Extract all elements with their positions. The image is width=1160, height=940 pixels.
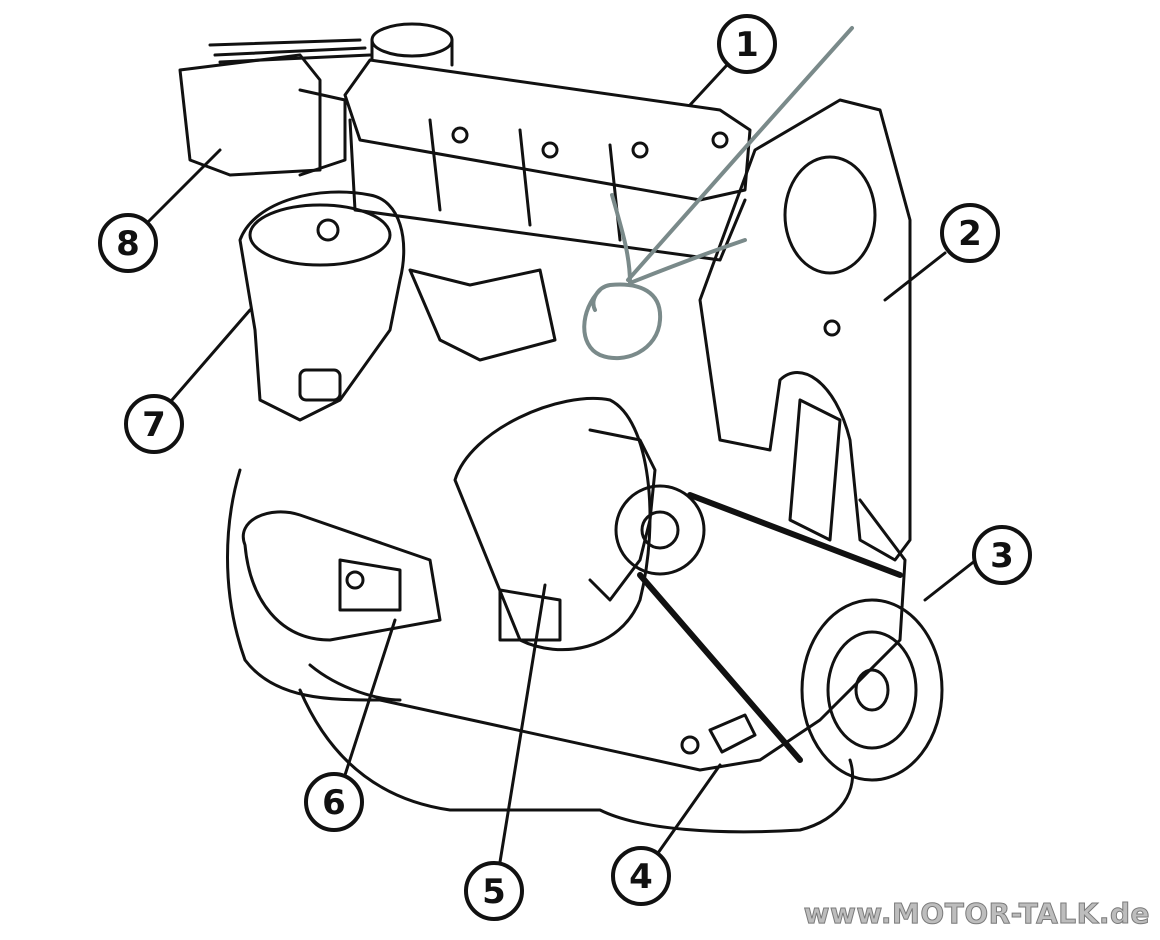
callout-circle-8 bbox=[98, 213, 158, 273]
callout-6: 6 bbox=[304, 772, 364, 832]
crank-pulley-hub bbox=[854, 668, 890, 712]
starter-terminal bbox=[345, 570, 365, 590]
starter-motor bbox=[241, 510, 442, 642]
leader-line-6 bbox=[343, 618, 397, 777]
timing-cover-slot bbox=[788, 398, 842, 542]
starter-solenoid bbox=[338, 558, 402, 612]
marker-arrow-line bbox=[626, 26, 854, 282]
leader-line-4 bbox=[656, 763, 722, 855]
callout-circle-4 bbox=[611, 846, 671, 906]
callout-label-2: 2 bbox=[958, 214, 982, 254]
callout-3: 3 bbox=[972, 525, 1032, 585]
callout-label-6: 6 bbox=[322, 783, 346, 823]
carburettor bbox=[238, 190, 406, 422]
callouts bbox=[146, 63, 978, 864]
leader-line-5 bbox=[498, 583, 547, 864]
distributor-cap bbox=[178, 53, 322, 177]
callout-5: 5 bbox=[464, 861, 524, 921]
oil-pan bbox=[298, 688, 855, 834]
alternator-body bbox=[453, 397, 652, 652]
callout-circle-7 bbox=[124, 394, 184, 454]
callout-label-7: 7 bbox=[142, 405, 166, 445]
carb-fitting bbox=[298, 368, 342, 402]
callout-circle-1 bbox=[717, 14, 777, 74]
timing-cover-opening bbox=[783, 155, 877, 275]
callout-1: 1 bbox=[717, 14, 777, 74]
timing-cover bbox=[698, 98, 912, 562]
callout-label-4: 4 bbox=[629, 857, 653, 897]
throttle-linkage bbox=[408, 268, 557, 362]
callout-4: 4 bbox=[611, 846, 671, 906]
marker-arrowhead bbox=[610, 193, 747, 285]
head-bolt-c bbox=[631, 141, 649, 159]
rocker-cover bbox=[343, 58, 752, 202]
alternator-pulley bbox=[614, 484, 706, 576]
callout-circle-5 bbox=[464, 861, 524, 921]
callout-circle-2 bbox=[940, 203, 1000, 263]
distributor-leads bbox=[208, 38, 372, 64]
callout-label-1: 1 bbox=[735, 25, 759, 65]
oil-filler-neck bbox=[370, 38, 454, 67]
callout-circle-6 bbox=[304, 772, 364, 832]
rocker-cover-lower bbox=[348, 118, 747, 262]
callout-8: 8 bbox=[98, 213, 158, 273]
alternator-pulley-hub bbox=[640, 510, 680, 550]
callout-label-5: 5 bbox=[482, 872, 506, 912]
flywheel-edge bbox=[308, 663, 402, 702]
sensor-bolt bbox=[680, 735, 700, 755]
crank-pulley-outer bbox=[800, 598, 944, 782]
drive-belt bbox=[637, 492, 903, 763]
carb-screw bbox=[316, 218, 340, 242]
engine-illustration bbox=[178, 22, 944, 834]
marker-annotation bbox=[582, 26, 854, 361]
crank-pulley-inner bbox=[826, 630, 918, 750]
leader-line-1 bbox=[688, 63, 729, 107]
engine-block bbox=[226, 468, 907, 772]
leader-line-8 bbox=[146, 148, 222, 224]
callout-2: 2 bbox=[940, 203, 1000, 263]
callout-7: 7 bbox=[124, 394, 184, 454]
alternator-fins bbox=[588, 428, 657, 602]
oil-pressure-switch bbox=[708, 713, 757, 754]
carburettor-top bbox=[248, 203, 392, 267]
watermark: www.MOTOR-TALK.de bbox=[803, 897, 1150, 931]
timing-cover-bolt bbox=[823, 319, 841, 337]
leader-line-2 bbox=[883, 251, 947, 302]
callout-label-3: 3 bbox=[990, 536, 1014, 576]
head-bolt-a bbox=[451, 126, 469, 144]
head-bolt-b bbox=[541, 141, 559, 159]
leader-line-7 bbox=[170, 308, 252, 402]
head-bolt-d bbox=[711, 131, 729, 149]
distributor-body bbox=[298, 88, 347, 177]
callout-circle-3 bbox=[972, 525, 1032, 585]
callout-label-8: 8 bbox=[116, 224, 140, 264]
marker-circle bbox=[582, 282, 663, 361]
alternator-bracket bbox=[498, 588, 562, 642]
leader-line-3 bbox=[923, 558, 978, 602]
